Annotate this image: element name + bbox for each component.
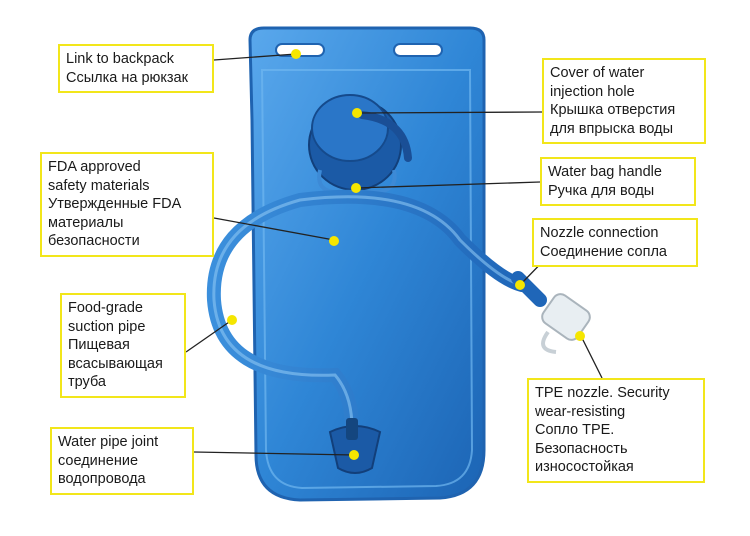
joint-stem <box>346 418 358 440</box>
callout-line: водопровода <box>58 471 146 487</box>
callout-tpe-nozzle: TPE nozzle. Security wear-resisting Сопл… <box>527 378 705 483</box>
marker-fda-materials <box>329 236 339 246</box>
callout-line: FDA approved <box>48 159 141 175</box>
callout-line: Ручка для воды <box>548 182 655 199</box>
leader-fda-materials <box>213 217 335 241</box>
callout-line: Nozzle connection <box>540 225 659 241</box>
callout-line: Утвержденные FDA <box>48 196 182 212</box>
callout-bag-handle: Water bag handle Ручка для воды <box>540 157 696 206</box>
hang-slot-right-icon <box>393 43 443 57</box>
leader-suction-pipe <box>185 319 233 353</box>
callout-line: безопасности <box>48 233 140 249</box>
leader-link-to-backpack <box>213 53 297 61</box>
cap-top-icon <box>311 94 389 162</box>
callout-line: всасывающая <box>68 355 163 372</box>
leader-tpe-nozzle <box>579 333 603 379</box>
callout-suction-pipe: Food-grade suction pipe Пищевая всасываю… <box>60 293 186 398</box>
marker-link-to-backpack <box>291 49 301 59</box>
callout-markers <box>227 49 585 460</box>
leader-pipe-joint <box>193 451 355 456</box>
callout-line: Water pipe joint <box>58 434 159 450</box>
nozzle-cap-strap <box>541 330 557 354</box>
marker-injection-cover <box>352 108 362 118</box>
leader-injection-cover <box>357 111 543 114</box>
bag-seam <box>260 69 474 490</box>
callout-line: injection hole <box>550 83 635 100</box>
callout-line: suction pipe <box>68 318 146 335</box>
callout-line: safety materials <box>48 177 150 194</box>
callout-line: Безопасность <box>535 440 628 457</box>
callout-nozzle-connection: Nozzle connection Соединение сопла <box>532 218 698 267</box>
cap-strap <box>358 111 412 162</box>
callout-line: Water bag handle <box>548 164 662 180</box>
callout-line: материалы <box>48 214 124 231</box>
callout-fda-materials: FDA approved safety materials Утвержденн… <box>40 152 214 257</box>
callout-injection-cover: Cover of water injection hole Крышка отв… <box>542 58 706 144</box>
marker-pipe-joint <box>349 450 359 460</box>
marker-bag-handle <box>351 183 361 193</box>
callout-line: wear-resisting <box>535 403 626 420</box>
callout-line: Food-grade <box>68 300 143 316</box>
callout-line: Ссылка на рюкзак <box>66 69 188 86</box>
callout-line: Cover of water <box>550 65 645 81</box>
callout-line: Соединение сопла <box>540 243 667 260</box>
marker-suction-pipe <box>227 315 237 325</box>
marker-nozzle-connection <box>515 280 525 290</box>
callout-line: для впрыска воды <box>550 120 674 137</box>
callout-line: Сопло TPE. <box>535 422 615 438</box>
leader-bag-handle <box>355 181 541 189</box>
callout-line: труба <box>68 374 106 390</box>
callout-pipe-joint: Water pipe joint соединение водопровода <box>50 427 194 495</box>
callout-line: соединение <box>58 452 139 469</box>
callout-line: износостойкая <box>535 459 634 475</box>
callout-link-to-backpack: Link to backpack Ссылка на рюкзак <box>58 44 214 93</box>
suction-tube-highlight <box>212 195 524 430</box>
callout-line: TPE nozzle. Security <box>535 385 670 401</box>
tpe-nozzle-icon <box>541 293 591 341</box>
callout-line: Пищевая <box>68 337 130 353</box>
callout-line: Link to backpack <box>66 51 175 67</box>
callout-line: Крышка отверстия <box>550 102 676 118</box>
leader-lines <box>185 53 603 456</box>
marker-tpe-nozzle <box>575 331 585 341</box>
